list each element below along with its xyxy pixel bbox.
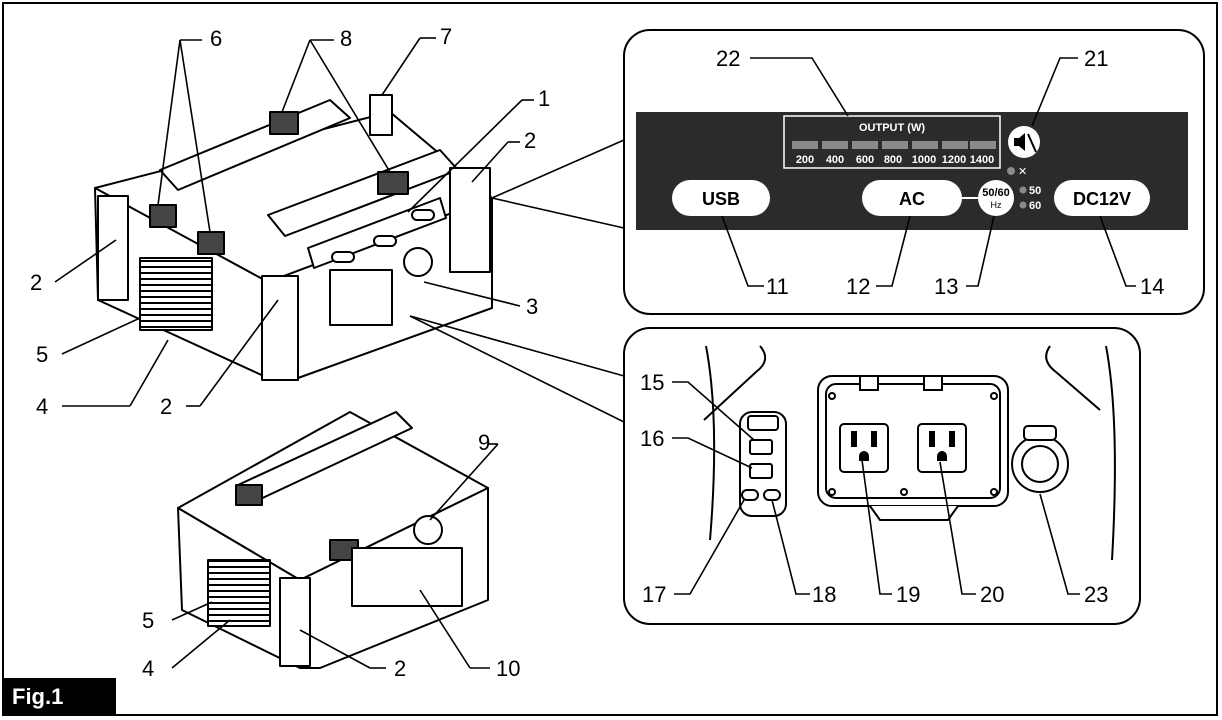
corner-guard-front [261, 275, 299, 381]
dc12v-button-label: DC12V [1073, 189, 1131, 209]
dc-socket [403, 247, 433, 277]
ac-outlet-block [817, 375, 1009, 521]
level-bar-600 [852, 141, 878, 149]
corner-guard-left [97, 195, 129, 301]
callout-20: 18 [812, 582, 836, 607]
rear-latch-a [235, 484, 263, 506]
callout-3: 3 [526, 294, 538, 319]
hz-option-50: 50 [1029, 185, 1041, 197]
usb-port-17 [749, 439, 773, 455]
level-bar-400 [822, 141, 848, 149]
panel-button-b [373, 235, 397, 247]
mute-indicator-glyph: ✕ [1018, 166, 1027, 178]
usb-port-18 [749, 463, 773, 479]
ac-outlet-22 [917, 423, 967, 473]
panel-button-c [411, 209, 435, 221]
callout-13: 13 [934, 274, 958, 299]
level-label-200: 200 [796, 154, 814, 166]
latch-6b [197, 231, 225, 255]
callout-1: 1 [538, 86, 550, 111]
level-label-1000: 1000 [912, 154, 936, 166]
latch-8b [377, 171, 409, 195]
unit-rear-view [177, 411, 489, 669]
callout-19: 17 [642, 582, 666, 607]
level-label-1400: 1400 [970, 154, 994, 166]
level-bar-1000 [912, 141, 938, 149]
corner-guard-back [449, 167, 491, 273]
output-meter [783, 115, 1001, 169]
callout-10: 10 [496, 656, 520, 681]
panel-button-a [331, 251, 355, 263]
unit-top-view [94, 94, 493, 381]
hook-7 [369, 94, 393, 136]
front-outlet-cover [329, 269, 393, 326]
callout-2-bottom: 2 [394, 656, 406, 681]
callout-2-left: 2 [30, 270, 42, 295]
speaker-mute-icon [1014, 133, 1025, 151]
callout-16: 22 [716, 46, 740, 71]
hz-switch: 50/60 Hz 50 60 [978, 180, 1041, 216]
leader-lines [54, 37, 625, 669]
callout-8: 8 [340, 26, 352, 51]
output-title: OUTPUT (W) [859, 122, 925, 134]
callout-9: 9 [478, 430, 490, 455]
output-level-bars [792, 141, 996, 149]
callout-21: 19 [896, 582, 920, 607]
level-bar-1400 [970, 141, 996, 149]
usb-button: USB [672, 180, 770, 216]
callout-11: 11 [766, 274, 789, 299]
callout-23: 23 [1084, 582, 1108, 607]
rear-handle-10 [351, 547, 463, 607]
level-bar-1200 [942, 141, 968, 149]
callout-4-top: 4 [36, 394, 48, 419]
callout-18: 16 [640, 426, 664, 451]
figure-label: Fig.1 [2, 678, 116, 716]
callout-numbers: 6 8 7 1 2 2 2 3 5 4 9 10 5 4 2 [30, 24, 550, 681]
latch-8a [269, 111, 299, 135]
callout-4-bottom: 4 [142, 656, 154, 681]
dc12v-button: DC12V [1054, 180, 1150, 216]
side-vent [139, 257, 213, 331]
usb-button-label: USB [702, 189, 740, 209]
level-bar-800 [882, 141, 908, 149]
hz-switch-top-label: 50/60 [982, 187, 1010, 199]
control-panel-zoom: OUTPUT (W) 200 400 600 800 1000 1200 140… [623, 29, 1205, 315]
cover-9 [413, 515, 443, 545]
level-label-800: 800 [884, 154, 902, 166]
mute-button: ✕ [1007, 126, 1040, 178]
hz-option-60: 60 [1029, 200, 1041, 212]
callout-22: 20 [980, 582, 1004, 607]
ac-button: AC [862, 180, 962, 216]
usb-c-port-20 [763, 489, 781, 501]
callout-12: 12 [846, 274, 870, 299]
rear-vent [207, 559, 271, 627]
callout-17: 15 [640, 370, 664, 395]
callout-5-bottom: 5 [142, 608, 154, 633]
callout-7: 7 [440, 24, 452, 49]
level-bar-200 [792, 141, 818, 149]
callout-5-top: 5 [36, 342, 48, 367]
rear-corner-guard [279, 577, 311, 667]
callout-15: 21 [1084, 46, 1108, 71]
ac-outlet-21 [839, 423, 889, 473]
level-label-400: 400 [826, 154, 844, 166]
callout-2-right: 2 [524, 128, 536, 153]
outlet-panel-zoom: 15 16 17 18 19 20 23 [623, 327, 1141, 625]
usb-port-block [739, 411, 787, 517]
hz-switch-bottom-label: Hz [991, 200, 1002, 210]
callout-6: 6 [210, 26, 222, 51]
level-label-600: 600 [856, 154, 874, 166]
ac-button-label: AC [899, 189, 925, 209]
callout-2-front: 2 [160, 394, 172, 419]
callout-14: 14 [1140, 274, 1164, 299]
latch-6a [149, 204, 177, 228]
dc-socket-23 [1011, 425, 1069, 493]
usb-c-port-19 [741, 489, 759, 501]
level-label-1200: 1200 [942, 154, 966, 166]
